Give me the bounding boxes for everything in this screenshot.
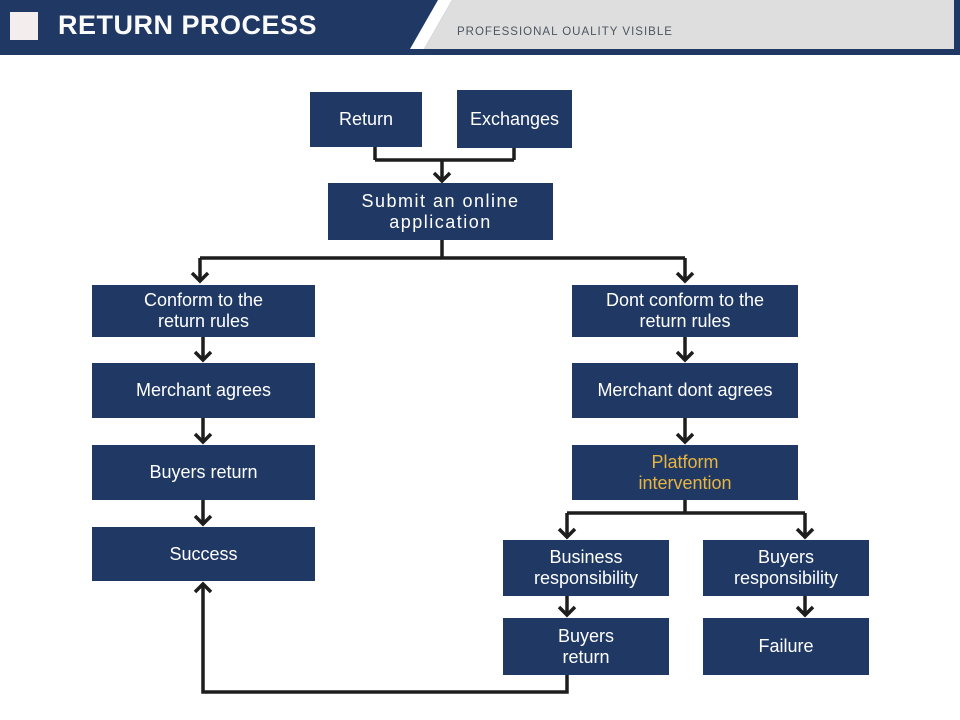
connector-top-merge bbox=[373, 146, 516, 162]
flow-node-buyers-return-2: Buyers return bbox=[503, 618, 669, 675]
flow-node-buyers-return: Buyers return bbox=[92, 445, 315, 500]
flow-node-submit-application: Submit an online application bbox=[328, 183, 553, 240]
page-title: RETURN PROCESS bbox=[58, 10, 318, 40]
flow-node-dont-conform-rules: Dont conform to the return rules bbox=[572, 285, 798, 337]
flow-node-merchant-dont-agrees: Merchant dont agrees bbox=[572, 363, 798, 418]
flow-node-conform-rules: Conform to the return rules bbox=[92, 285, 315, 337]
flow-node-business-responsibility: Business responsibility bbox=[503, 540, 669, 596]
flow-node-return: Return bbox=[310, 92, 422, 147]
flow-node-platform-intervention: Platform intervention bbox=[572, 445, 798, 500]
header-gray-banner bbox=[424, 0, 960, 49]
slide-header: RETURN PROCESS PROFESSIONAL OUALITY VISI… bbox=[0, 0, 960, 55]
flow-node-merchant-agrees: Merchant agrees bbox=[92, 363, 315, 418]
flow-node-success: Success bbox=[92, 527, 315, 581]
connector-loop-to-success bbox=[193, 581, 569, 694]
header-tagline: PROFESSIONAL OUALITY VISIBLE bbox=[457, 26, 673, 38]
flow-node-exchanges: Exchanges bbox=[457, 90, 572, 148]
header-right-edge bbox=[954, 0, 960, 49]
flow-node-failure: Failure bbox=[703, 618, 869, 675]
flow-node-buyers-responsibility: Buyers responsibility bbox=[703, 540, 869, 596]
header-square-icon bbox=[10, 12, 38, 40]
